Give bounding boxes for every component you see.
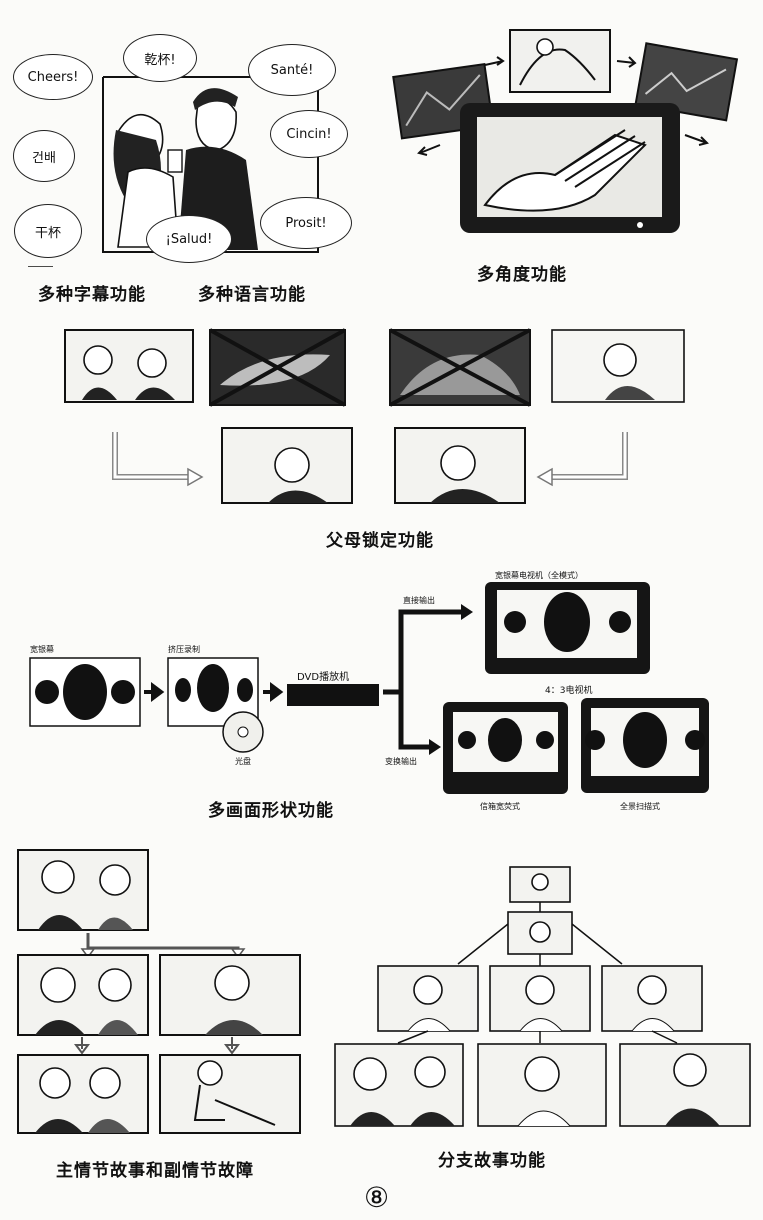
label-pan-scan: 全景扫描式: [620, 802, 660, 811]
parental-lock-drawing: [64, 328, 685, 504]
multi-angle-illustration: [385, 25, 745, 240]
caption-branch-story: 分支故事功能: [438, 1151, 546, 1171]
main-subplot-drawing: [17, 849, 301, 1134]
label-tv-4-3: 4：3电视机: [545, 686, 593, 696]
bubble-cincin: Cincin!: [270, 110, 348, 158]
caption-multi-aspect: 多画面形状功能: [208, 801, 334, 821]
caption-parental-lock: 父母锁定功能: [326, 531, 434, 551]
parental-lock-illustration: [60, 325, 690, 510]
bubble-cheers: Cheers!: [13, 54, 93, 100]
caption-multi-language: 多种语言功能: [198, 285, 306, 305]
bubble-sante: Santé!: [248, 44, 336, 96]
bubble-prosit: Prosit!: [260, 197, 352, 249]
caption-multi-angle: 多角度功能: [477, 265, 567, 285]
label-widescreen-tv: 宽银幕电视机（全模式）: [495, 571, 583, 580]
bubble-ganbei: 干杯: [14, 204, 82, 258]
aspect-ratio-drawing: [29, 582, 709, 794]
caption-main-subplot: 主情节故事和副情节故障: [56, 1161, 254, 1181]
label-disc: 光盘: [235, 757, 251, 766]
label-letterbox: 信箱宽荧式: [480, 802, 520, 811]
multi-angle-drawing: [392, 29, 739, 233]
branch-story-illustration: [330, 862, 755, 1132]
label-dvd-player: DVD播放机: [297, 672, 350, 683]
bubble-kanpai: 乾杯!: [123, 34, 197, 82]
subtitle-language-illustration: Cheers! 乾杯! Santé! Cincin! 건배 干杯 ¡Salud!…: [8, 22, 363, 267]
branch-story-drawing: [334, 866, 751, 1127]
label-anamorphic: 挤压录制: [168, 645, 200, 654]
page-number: ⑧: [364, 1181, 390, 1214]
label-converted-output: 变换输出: [385, 757, 417, 766]
label-direct-output: 直接输出: [403, 596, 435, 605]
caption-multi-subtitle: 多种字幕功能: [38, 285, 146, 305]
main-subplot-illustration: [10, 845, 310, 1135]
label-widescreen-source: 宽银幕: [30, 645, 54, 654]
bubble-salud: ¡Salud!: [146, 215, 232, 263]
aspect-ratio-illustration: 宽银幕 挤压录制 光盘 DVD播放机 直接输出 宽银幕电视机（全模式） 变换输出…: [25, 570, 755, 811]
bubble-geonbae: 건배: [13, 130, 75, 182]
